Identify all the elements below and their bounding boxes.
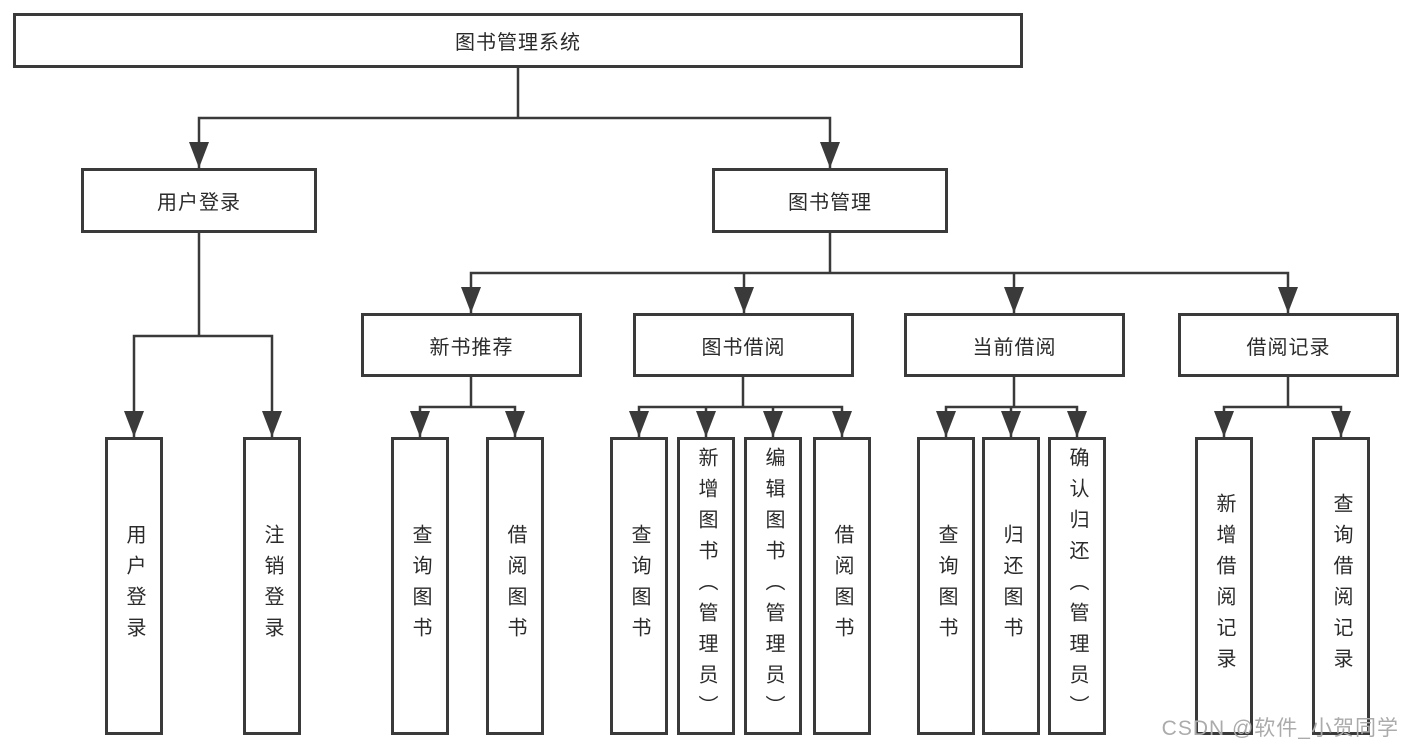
node-new-book-recommend: 新书推荐 (361, 313, 582, 377)
node-new-book-recommend-label: 新书推荐 (429, 336, 514, 359)
node-current-borrow-label: 当前借阅 (972, 336, 1057, 359)
leaf-return-book: 归还图书 (982, 437, 1040, 735)
leaf-query-books-current-label: 查询图书 (935, 524, 957, 648)
arrowheads (124, 142, 1351, 437)
leaf-query-books-borrow: 查询图书 (610, 437, 668, 735)
leaf-query-borrow-record-label: 查询借阅记录 (1330, 493, 1352, 679)
leaf-add-borrow-record: 新增借阅记录 (1195, 437, 1253, 735)
leaf-query-books-recommend: 查询图书 (391, 437, 449, 735)
leaf-query-books-borrow-label: 查询图书 (628, 524, 650, 648)
node-book-management: 图书管理 (712, 168, 948, 233)
node-borrow-records-label: 借阅记录 (1246, 336, 1331, 359)
node-book-management-label: 图书管理 (788, 192, 872, 214)
leaf-add-book-admin: 新增图书︵管理员︶ (677, 437, 735, 735)
node-root-label: 图书管理系统 (455, 32, 581, 54)
leaf-add-book-admin-label: 新增图书︵管理员︶ (695, 446, 717, 726)
leaf-borrow-books-label: 借阅图书 (831, 524, 853, 648)
node-user-login: 用户登录 (81, 168, 317, 233)
leaf-query-borrow-record: 查询借阅记录 (1312, 437, 1370, 735)
node-borrow-records: 借阅记录 (1178, 313, 1399, 377)
leaf-query-books-recommend-label: 查询图书 (409, 524, 431, 648)
leaf-return-book-label: 归还图书 (1000, 524, 1022, 648)
leaf-edit-book-admin-label: 编辑图书︵管理员︶ (762, 446, 784, 726)
leaf-borrow-books-recommend-label: 借阅图书 (504, 524, 526, 648)
leaf-borrow-books: 借阅图书 (813, 437, 871, 735)
connector-path (132, 66, 1343, 439)
leaf-user-login: 用户登录 (105, 437, 163, 735)
leaf-edit-book-admin: 编辑图书︵管理员︶ (744, 437, 802, 735)
node-user-login-label: 用户登录 (157, 192, 241, 214)
leaf-logout-label: 注销登录 (261, 524, 283, 648)
node-root: 图书管理系统 (13, 13, 1023, 68)
leaf-add-borrow-record-label: 新增借阅记录 (1213, 493, 1235, 679)
node-book-borrow-label: 图书借阅 (701, 336, 786, 359)
leaf-confirm-return-admin: 确认归还︵管理员︶ (1048, 437, 1106, 735)
leaf-confirm-return-admin-label: 确认归还︵管理员︶ (1066, 446, 1088, 726)
leaf-user-login-label: 用户登录 (123, 524, 145, 648)
node-current-borrow: 当前借阅 (904, 313, 1125, 377)
node-book-borrow: 图书借阅 (633, 313, 854, 377)
leaf-query-books-current: 查询图书 (917, 437, 975, 735)
watermark-text: CSDN @软件_小贺同学 (1161, 717, 1399, 740)
leaf-logout: 注销登录 (243, 437, 301, 735)
leaf-borrow-books-recommend: 借阅图书 (486, 437, 544, 735)
